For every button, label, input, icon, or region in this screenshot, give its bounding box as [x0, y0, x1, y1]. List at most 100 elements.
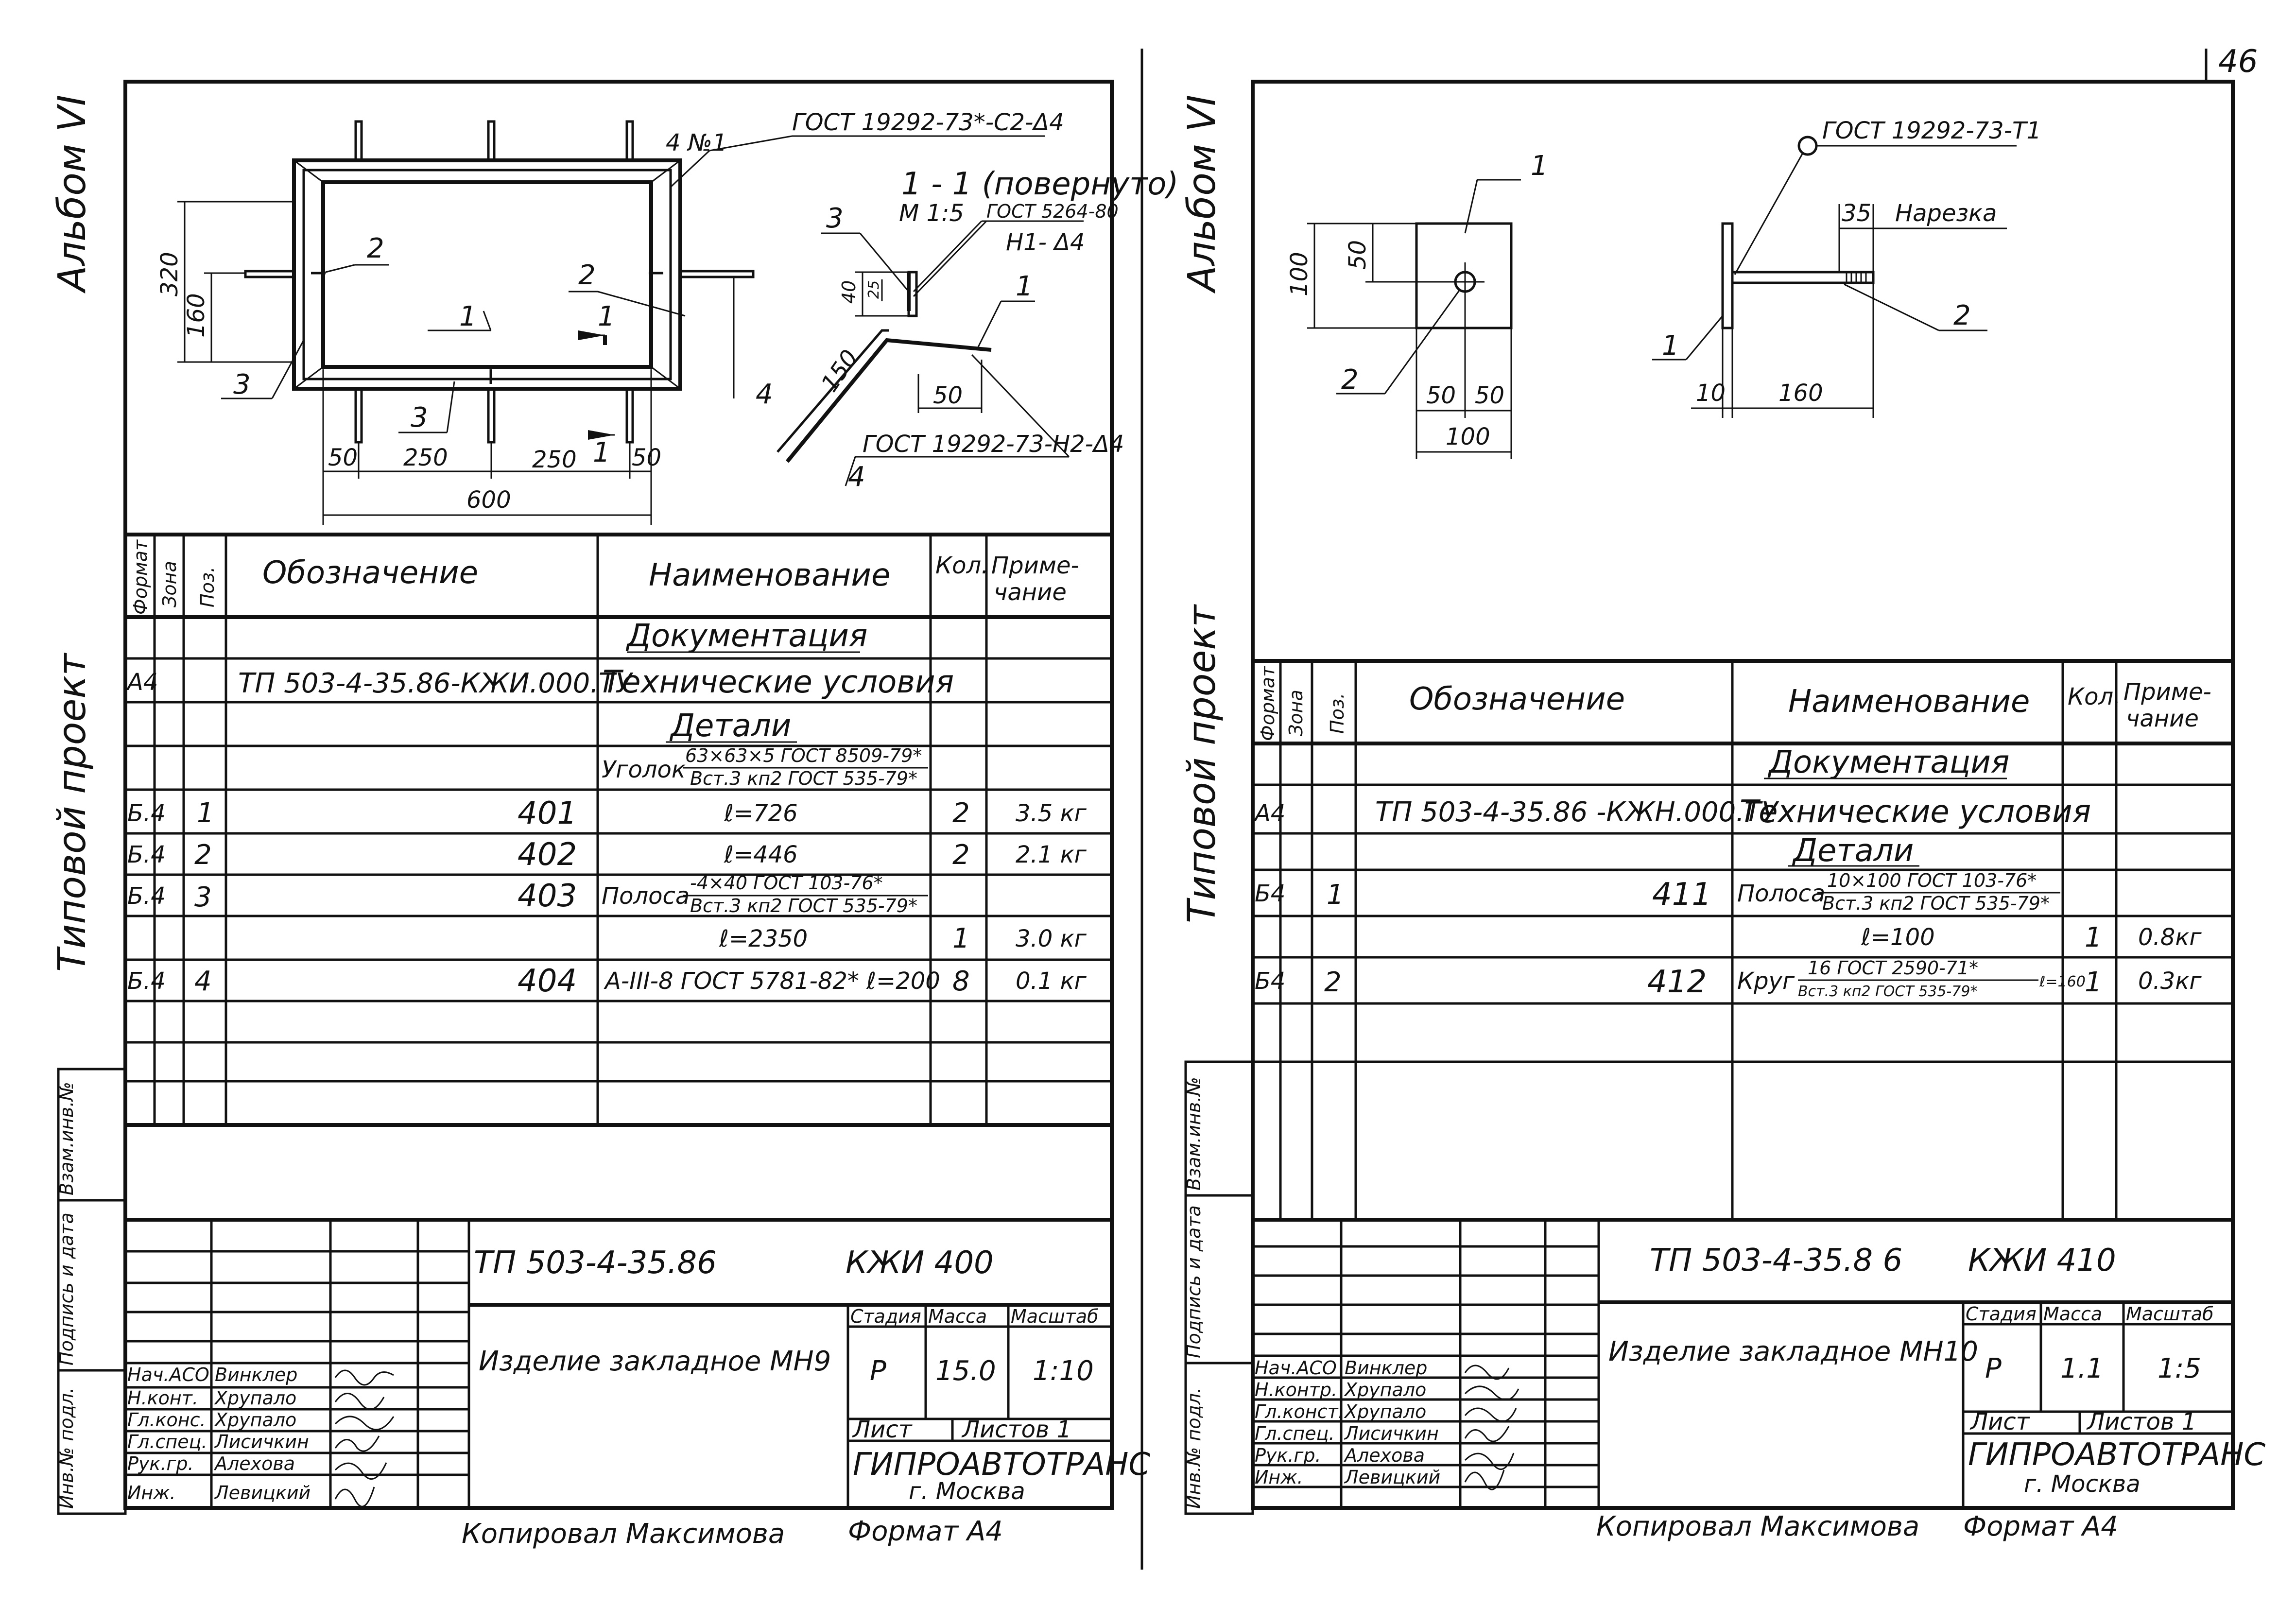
stamp-title: Изделие закладное МН9 — [479, 1346, 831, 1377]
doc-designation-right: ТП 503-4-35.86 -КЖН.000.ТУ — [1375, 796, 1779, 828]
stamp-mass-label-right: Масса — [2043, 1303, 2102, 1325]
callout-4: 4 — [756, 379, 773, 410]
spec-table-right: Формат Зона Поз. Обозначение Наименовани… — [1253, 661, 2233, 1220]
dim-50a-right: 50 — [1426, 382, 1456, 409]
hdr-note-2: чание — [994, 579, 1067, 606]
dim-150: 150 — [816, 345, 863, 397]
callout-1: 1 — [459, 301, 477, 332]
hdr-format-right: Формат — [1257, 665, 1278, 741]
row1-pos: 1 — [197, 797, 214, 829]
callout-3a: 3 — [233, 369, 251, 400]
hdr-format: Формат — [130, 539, 151, 615]
hdr-name: Наименование — [649, 557, 890, 593]
name-4: Алехова — [213, 1453, 295, 1474]
anchor-callout-2: 2 — [1953, 300, 1971, 331]
row1-name: ℓ=726 — [724, 800, 798, 827]
section-drawing: 1 - 1 (повернуто) М 1:5 ГОСТ 5264-80 Н1-… — [777, 166, 1178, 493]
angle-den: Вст.3 кп2 ГОСТ 535-79* — [690, 768, 917, 789]
role-right-5: Инж. — [1255, 1467, 1303, 1488]
row2-qty: 2 — [952, 839, 970, 871]
stamp-mass: 15.0 — [935, 1355, 996, 1387]
row3-den: Вст.3 кп2 ГОСТ 535-79* — [690, 895, 917, 916]
name-3: Лисичкин — [214, 1431, 309, 1452]
anchor-callout-1: 1 — [1662, 330, 1679, 362]
section-parts-right: Детали — [1792, 833, 1914, 869]
stamp-org-right: ГИПРОАВТОТРАНС — [1968, 1437, 2265, 1473]
row3b-qty: 1 — [952, 923, 970, 954]
angle-num: 63×63×5 ГОСТ 8509-79* — [685, 745, 922, 766]
r-row1-den: Вст.3 кп2 ГОСТ 535-79* — [1822, 893, 2050, 914]
stamp-code: ТП 503-4-35.86 — [474, 1245, 717, 1281]
stamp-stage-right: Р — [1985, 1353, 2002, 1384]
row3-pos: 3 — [194, 881, 212, 913]
section-parts: Детали — [669, 708, 791, 744]
side-stamp-signature-right: Подпись и дата — [1183, 1205, 1205, 1358]
role-right-0: Нач.АСО — [1255, 1357, 1337, 1379]
row4-qty: 8 — [952, 966, 970, 997]
side-stamp-signature: Подпись и дата — [56, 1212, 77, 1365]
role-0: Нач.АСО — [127, 1364, 209, 1385]
stamp-city-right: г. Москва — [2024, 1470, 2141, 1498]
side-stamp-inventory-right: Инв.№ подл. — [1183, 1387, 1205, 1509]
doc-format: А4 — [126, 669, 158, 696]
name-right-3: Лисичкин — [1344, 1423, 1439, 1444]
plate-drawing: 100 50 50 50 100 1 2 — [1286, 150, 1548, 459]
name-right-4: Алехова — [1343, 1445, 1425, 1466]
dim-250a: 250 — [403, 444, 448, 471]
section-callout-1: 1 — [1016, 271, 1033, 302]
stamp-scale-right: 1:5 — [2158, 1353, 2201, 1384]
gost-weld-right: ГОСТ 19292-73-Т1 — [1822, 117, 2041, 144]
hdr-qty: Кол. — [935, 552, 988, 579]
gost-weld-bottom: ГОСТ 19292-73-Н2-Δ4 — [863, 431, 1124, 458]
hdr-qty-right: Кол. — [2068, 683, 2121, 710]
row3-designation: 403 — [518, 878, 577, 914]
dim-50a: 50 — [328, 444, 358, 471]
section-callout-4: 4 — [848, 461, 865, 493]
stamp-sheet-code-right: КЖИ 410 — [1968, 1243, 2116, 1279]
stamp-sheets-label-right: Листов 1 — [2086, 1408, 2196, 1435]
name-1: Хрупало — [214, 1387, 296, 1409]
weld-mark: 4 №1 — [666, 129, 727, 156]
title-block-right: ТП 503-4-35.8 6 КЖИ 410 Изделие закладно… — [1253, 1220, 2265, 1508]
hdr-designation-right: Обозначение — [1409, 681, 1625, 717]
hdr-name-right: Наименование — [1788, 684, 2030, 720]
r-row1-format: Б4 — [1255, 880, 1285, 907]
side-stamp-replace-right: Взам.инв.№ — [1183, 1077, 1205, 1191]
r-row1-num: 10×100 ГОСТ 103-76* — [1827, 870, 2037, 891]
name-right-5: Левицкий — [1344, 1467, 1440, 1488]
r-row2-qty: 1 — [2085, 967, 2102, 998]
signature-5 — [334, 1486, 375, 1507]
dim-100v: 100 — [1286, 252, 1313, 296]
doc-designation: ТП 503-4-35.86-КЖИ.000.ТУ — [238, 668, 634, 699]
footer-copied: Копировал Максимова — [462, 1518, 785, 1550]
r-row2-format: Б4 — [1255, 968, 1285, 995]
row1-format: Б.4 — [127, 800, 166, 827]
r-row1-pos: 1 — [1327, 879, 1344, 911]
angle-prefix: Уголок — [602, 756, 686, 783]
r-row1b-qty: 1 — [2085, 922, 2102, 953]
gost-weld-top: ГОСТ 19292-73*-С2-Δ4 — [792, 109, 1064, 136]
row3-format: Б.4 — [127, 882, 166, 910]
stamp-stage-label: Стадия — [850, 1306, 921, 1327]
section-scale: М 1:5 — [899, 200, 964, 227]
r-row2-prefix: Круг — [1737, 968, 1795, 995]
signature-1 — [334, 1393, 385, 1410]
thread-dim: 35 — [1842, 200, 1871, 227]
r-row2-num: 16 ГОСТ 2590-71* — [1808, 957, 1978, 979]
section-mark-top: 1 — [598, 301, 615, 332]
signature-right-5 — [1464, 1469, 1505, 1490]
name-5: Левицкий — [214, 1482, 311, 1503]
row1-designation: 401 — [518, 795, 577, 831]
r-row1-designation: 411 — [1652, 877, 1711, 913]
gost-weld-section: ГОСТ 5264-80 — [986, 201, 1119, 222]
doc-format-right: А4 — [1253, 800, 1285, 827]
callout-2a: 2 — [367, 233, 384, 264]
album-label-right: Альбом VI — [1180, 95, 1224, 294]
row2-note: 2.1 кг — [1016, 841, 1087, 868]
signature-0 — [334, 1369, 394, 1386]
hdr-note-right-2: чание — [2126, 705, 2199, 732]
section-docs-right: Документация — [1767, 744, 2009, 780]
section-callout-3: 3 — [826, 203, 844, 234]
stamp-sheet-label-right: Лист — [1969, 1408, 2031, 1435]
name-2: Хрупало — [214, 1409, 296, 1431]
